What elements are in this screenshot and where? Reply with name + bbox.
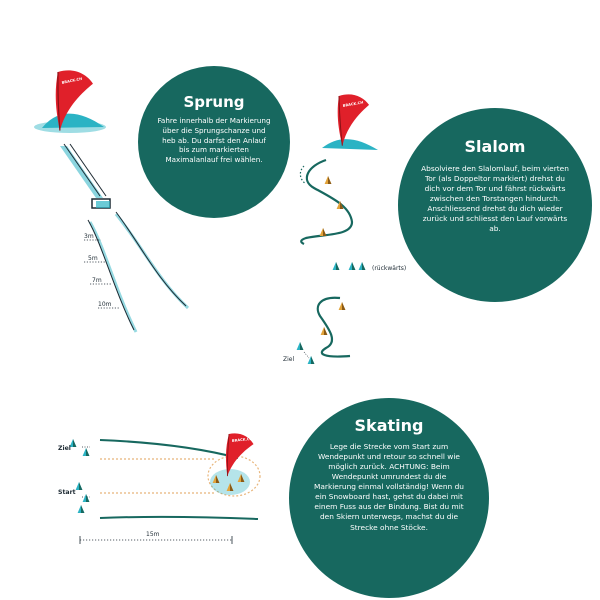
distance-label-7m: 7m bbox=[92, 277, 102, 284]
skating-illustration: BRACK.CH Ziel Start 15m bbox=[58, 431, 261, 544]
slalom-finish-cone-2 bbox=[307, 356, 315, 364]
sprung-illustration: BRACK.CH 3m 5m 7m 10m bbox=[34, 68, 190, 333]
skating-distance-line: 15m bbox=[79, 531, 233, 544]
slalom-info-circle: Slalom Absolviere den Slalomlauf, beim v… bbox=[398, 108, 592, 302]
distance-label-5m: 5m bbox=[88, 255, 98, 262]
skating-lanes bbox=[82, 439, 259, 520]
slalom-flag-label: BRACK.CH bbox=[342, 100, 363, 108]
slalom-gate-cone-3 bbox=[319, 228, 327, 236]
skating-description: Lege die Strecke vom Start zum Wendepunk… bbox=[314, 442, 464, 532]
sprung-flag-label: BRACK.CH bbox=[61, 77, 82, 85]
slalom-gate-cone-4c bbox=[358, 262, 366, 270]
slalom-gate-cone-4a bbox=[332, 262, 340, 270]
skating-flag-icon: BRACK.CH bbox=[220, 431, 256, 481]
skating-start-cone-2 bbox=[82, 494, 90, 502]
slalom-flag-icon: BRACK.CH bbox=[322, 93, 378, 150]
slalom-track bbox=[299, 158, 354, 358]
slalom-finish-cone-1 bbox=[296, 342, 304, 350]
sprung-landing-lines bbox=[87, 211, 190, 333]
sprung-title: Sprung bbox=[183, 93, 245, 111]
skating-title: Skating bbox=[354, 416, 424, 435]
skating-flag-label: BRACK.CH bbox=[232, 437, 253, 443]
skating-start-cone-1 bbox=[75, 482, 83, 490]
sprung-distance-markers: 3m 5m 7m 10m bbox=[84, 233, 120, 309]
slalom-title: Slalom bbox=[464, 137, 526, 156]
slalom-gate-cone-6 bbox=[320, 327, 328, 335]
skating-start-finish-cones bbox=[69, 439, 90, 513]
slalom-illustration: BRACK.CH (rückwärts) Ziel bbox=[283, 93, 406, 364]
sprung-flag-icon: BRACK.CH bbox=[34, 68, 106, 135]
skating-finish-label: Ziel bbox=[58, 445, 71, 452]
sprung-info-circle: Sprung Fahre innerhalb der Markierung üb… bbox=[138, 66, 290, 218]
skating-finish-cone-2 bbox=[82, 448, 90, 456]
sprung-description: Fahre innerhalb der Markierung über die … bbox=[157, 116, 271, 165]
slalom-gate-cone-4b bbox=[348, 262, 356, 270]
skating-start-label: Start bbox=[58, 489, 76, 496]
slalom-gate-cone-5 bbox=[338, 302, 346, 310]
slalom-finish-label: Ziel bbox=[283, 356, 294, 363]
skating-distance-label: 15m bbox=[146, 531, 160, 538]
slalom-gate-cone-1 bbox=[324, 176, 332, 184]
sprung-ramp bbox=[60, 143, 111, 209]
slalom-backwards-label: (rückwärts) bbox=[372, 265, 406, 272]
distance-label-3m: 3m bbox=[84, 233, 94, 240]
skating-info-circle: Skating Lege die Strecke vom Start zum W… bbox=[289, 398, 489, 598]
distance-label-10m: 10m bbox=[98, 301, 112, 308]
skating-start-cone-3 bbox=[77, 505, 85, 513]
slalom-description: Absolviere den Slalomlauf, beim vierten … bbox=[421, 164, 569, 234]
